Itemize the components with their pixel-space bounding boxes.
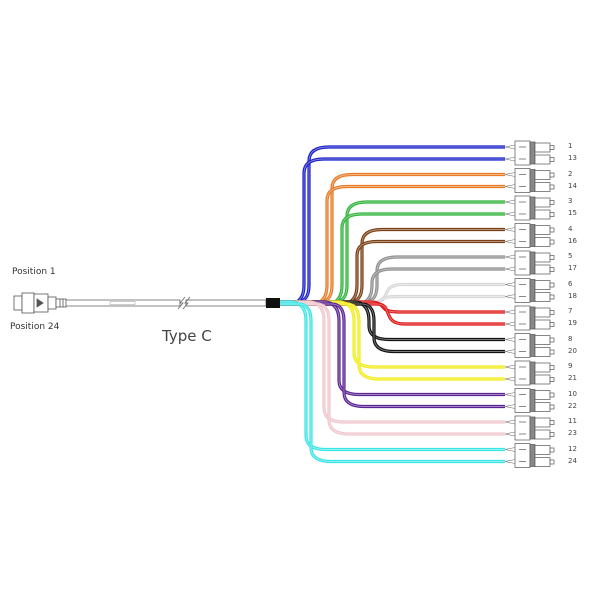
port-number-14: 14	[568, 181, 577, 190]
port-number-23: 23	[568, 429, 577, 437]
port-number-13: 13	[568, 154, 577, 162]
port-number-19: 19	[568, 319, 577, 327]
port-number-12: 12	[568, 444, 577, 453]
fiber-19	[280, 302, 516, 327]
fiber-2	[280, 172, 516, 304]
port-number-17: 17	[568, 264, 577, 272]
duplex-connector-3	[514, 195, 555, 221]
duplex-connector-12	[514, 443, 555, 468]
duplex-connector-9	[514, 360, 555, 386]
duplex-connector-6	[514, 278, 555, 303]
duplex-connector-11	[514, 415, 555, 441]
duplex-connector-1	[514, 140, 555, 166]
port-number-7: 7	[568, 307, 573, 315]
fiber-16	[280, 239, 516, 306]
port-number-3: 3	[568, 197, 573, 205]
duplex-connector-4	[514, 223, 555, 248]
fiber-20	[280, 302, 516, 354]
position-1-label: Position 1	[12, 267, 56, 277]
port-number-5: 5	[568, 252, 573, 260]
port-number-2: 2	[568, 169, 573, 178]
fiber-24	[280, 302, 516, 464]
fiber-10	[280, 300, 516, 397]
duplex-connector-8	[514, 333, 555, 358]
port-number-21: 21	[568, 374, 577, 382]
port-number-22: 22	[568, 401, 577, 410]
trunk-cable	[65, 296, 267, 310]
duplex-connector-5	[514, 250, 555, 276]
port-number-6: 6	[568, 279, 573, 288]
breakout-boot	[266, 298, 280, 308]
connectors	[514, 140, 555, 468]
port-number-20: 20	[568, 346, 577, 355]
fiber-23	[280, 302, 516, 437]
port-number-15: 15	[568, 209, 577, 217]
port-number-4: 4	[568, 224, 573, 233]
fiber-22	[280, 302, 516, 409]
duplex-connector-10	[514, 388, 555, 413]
port-number-11: 11	[568, 417, 577, 425]
position-24-label: Position 24	[10, 322, 60, 332]
polarity-type-label: Type C	[162, 327, 212, 345]
port-number-1: 1	[568, 142, 573, 150]
fiber-4	[280, 227, 516, 304]
port-number-16: 16	[568, 236, 577, 245]
fiber-6	[280, 282, 516, 304]
fiber-21	[280, 302, 516, 382]
duplex-connector-7	[514, 305, 555, 331]
port-number-9: 9	[568, 362, 573, 370]
port-number-8: 8	[568, 334, 573, 343]
port-number-10: 10	[568, 389, 577, 398]
duplex-connector-2	[514, 168, 555, 193]
port-number-18: 18	[568, 291, 577, 300]
port-number-24: 24	[568, 456, 577, 465]
fiber-1	[280, 144, 516, 304]
mpo-connector	[13, 292, 67, 314]
fiber-legs	[280, 144, 516, 464]
